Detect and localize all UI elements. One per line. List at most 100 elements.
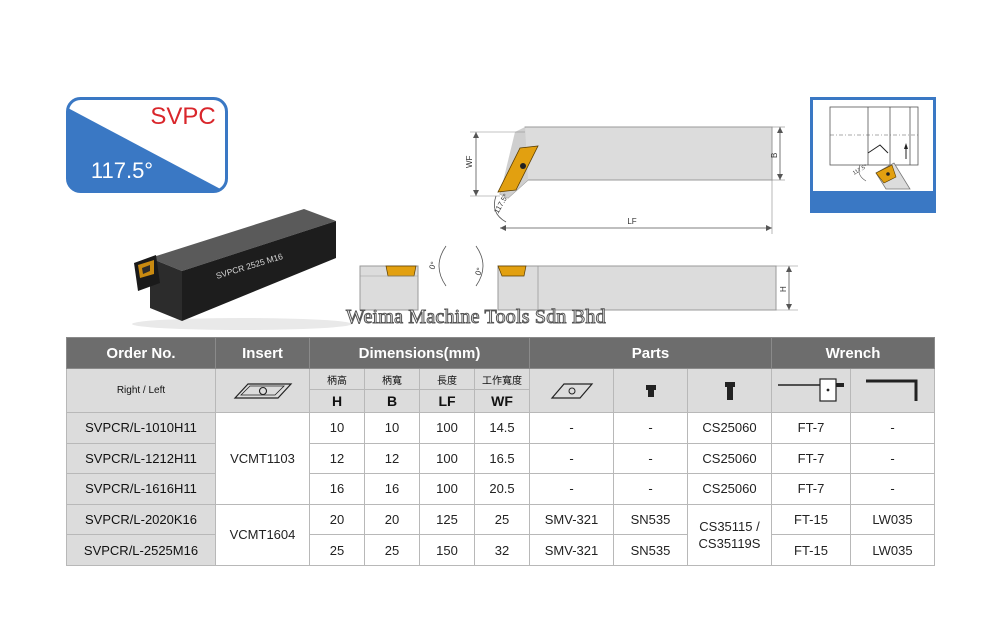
dim-letter-h: H	[309, 389, 365, 413]
dim-wf: 25	[474, 503, 530, 536]
part-screw-b: CS35119S	[698, 535, 761, 551]
part-shim-screw: -	[613, 412, 688, 444]
dim-lf: 100	[419, 473, 475, 505]
part-shim-screw: -	[613, 473, 688, 505]
order-number: SVPCR/L-1212H11	[66, 442, 216, 475]
dim-cn-lf: 長度	[419, 368, 475, 390]
badge-code: SVPC	[150, 103, 215, 130]
part-screw: CS25060	[687, 473, 772, 505]
insert-code: VCMT1103	[215, 412, 310, 505]
wrench-a: FT-7	[771, 473, 851, 505]
wf-label: WF	[465, 155, 474, 168]
header-insert: Insert	[215, 337, 310, 369]
wrench-a: FT-7	[771, 442, 851, 475]
wrench-a: FT-15	[771, 503, 851, 536]
table-row: SVPCR/L-1010H11 VCMT1103 10 10 100 14.5 …	[66, 412, 936, 505]
dim-b: 10	[364, 412, 420, 444]
table-row: SVPCR/L-2020K16 VCMT1604 20 20 125 25 SM…	[66, 503, 936, 567]
tool-holder-photo: SVPCR 2525 M16	[124, 203, 359, 333]
screw-icon	[645, 384, 656, 397]
dimension-letter-row: H B LF WF	[67, 389, 935, 413]
part-screw: CS25060	[687, 442, 772, 475]
screw-cell	[613, 368, 688, 413]
dim-h: 25	[309, 534, 365, 566]
wrench-b: LW035	[849, 503, 936, 536]
dim-b: 12	[364, 442, 420, 475]
tool-top-view-drawing: WF B 117.5° LF	[460, 118, 791, 238]
dim-lf: 150	[419, 534, 475, 566]
wrench-b: -	[849, 442, 936, 475]
header-dimensions: Dimensions(mm)	[309, 337, 530, 369]
application-inset: 117.5°	[810, 97, 936, 213]
order-number: SVPCR/L-1010H11	[66, 412, 216, 444]
wrench-b: -	[849, 473, 936, 505]
badge-angle: 117.5°	[91, 158, 153, 183]
part-shim: SMV-321	[529, 503, 614, 536]
insert-icon	[497, 145, 539, 193]
table-row: SVPCR/L-1616H11 16 16 100 20.5 - - CS250…	[66, 473, 936, 505]
dim-cn-b: 柄寬	[364, 368, 420, 390]
dim-lf: 100	[419, 442, 475, 475]
part-screw: CS25060	[687, 412, 772, 444]
t-wrench-cell	[771, 368, 851, 413]
b-label: B	[770, 153, 779, 158]
insert-icon	[875, 164, 897, 184]
table-row: SVPCR/L-2525M16 25 25 150 32 SMV-321 SN5…	[66, 534, 936, 566]
lf-label: LF	[627, 217, 636, 226]
allen-key-cell	[849, 368, 936, 413]
table-row: SVPCR/L-1212H11 12 12 100 16.5 - - CS250…	[66, 442, 936, 475]
insert-shape-cell	[215, 368, 310, 413]
clamp-screw-cell	[687, 368, 772, 413]
dim-lf: 100	[419, 412, 475, 444]
wrench-a: FT-15	[771, 534, 851, 566]
watermark-text: Weima Machine Tools Sdn Bhd	[346, 306, 607, 329]
dim-letter-b: B	[364, 389, 420, 413]
allen-key-icon	[865, 379, 917, 401]
dim-cn-h: 柄高	[309, 368, 365, 390]
part-shim: -	[529, 442, 614, 475]
wrench-a: FT-7	[771, 412, 851, 444]
dim-wf: 14.5	[474, 412, 530, 444]
order-number: SVPCR/L-1616H11	[66, 473, 216, 505]
rake-right-label: 0°	[473, 266, 484, 276]
dim-wf: 16.5	[474, 442, 530, 475]
dim-b: 16	[364, 473, 420, 505]
part-shim-screw: SN535	[613, 503, 688, 536]
tool-type-badge: SVPC 117.5°	[66, 97, 228, 193]
part-shim: -	[529, 412, 614, 444]
part-screw: CS35115 / CS35119S	[687, 503, 772, 567]
spec-table: Order No. Insert Dimensions(mm) Parts Wr…	[66, 337, 936, 567]
tool-side-view-drawing: 0° 0° H	[356, 240, 806, 315]
dim-b: 25	[364, 534, 420, 566]
dim-lf: 125	[419, 503, 475, 536]
dim-letter-lf: LF	[419, 389, 475, 413]
dim-letter-wf: WF	[474, 389, 530, 413]
dim-b: 20	[364, 503, 420, 536]
insert-shape-icon	[233, 382, 292, 399]
header-right-left: Right / Left	[66, 368, 216, 413]
dim-h: 12	[309, 442, 365, 475]
t-wrench-icon	[778, 377, 844, 402]
dim-h: 10	[309, 412, 365, 444]
part-shim: -	[529, 473, 614, 505]
clamp-screw-icon	[724, 381, 735, 400]
shim-cell	[529, 368, 614, 413]
order-number: SVPCR/L-2020K16	[66, 503, 216, 536]
h-label: H	[779, 286, 788, 292]
header-order-no: Order No.	[66, 337, 216, 369]
dim-h: 20	[309, 503, 365, 536]
group-header-row: Order No. Insert Dimensions(mm) Parts Wr…	[66, 337, 936, 369]
order-number: SVPCR/L-2525M16	[66, 534, 216, 566]
part-shim: SMV-321	[529, 534, 614, 566]
wrench-b: LW035	[849, 534, 936, 566]
part-screw-a: CS35115 /	[699, 518, 760, 534]
header-parts: Parts	[529, 337, 772, 369]
dim-wf: 32	[474, 534, 530, 566]
dim-wf: 20.5	[474, 473, 530, 505]
insert-code: VCMT1604	[215, 503, 310, 567]
dim-cn-wf: 工作寬度	[474, 368, 530, 390]
subheader-row: Right / Left 柄高 柄寬 長度 工作寬度	[66, 368, 936, 413]
wrench-b: -	[849, 412, 936, 444]
part-shim-screw: SN535	[613, 534, 688, 566]
rake-left-label: 0°	[427, 260, 438, 270]
